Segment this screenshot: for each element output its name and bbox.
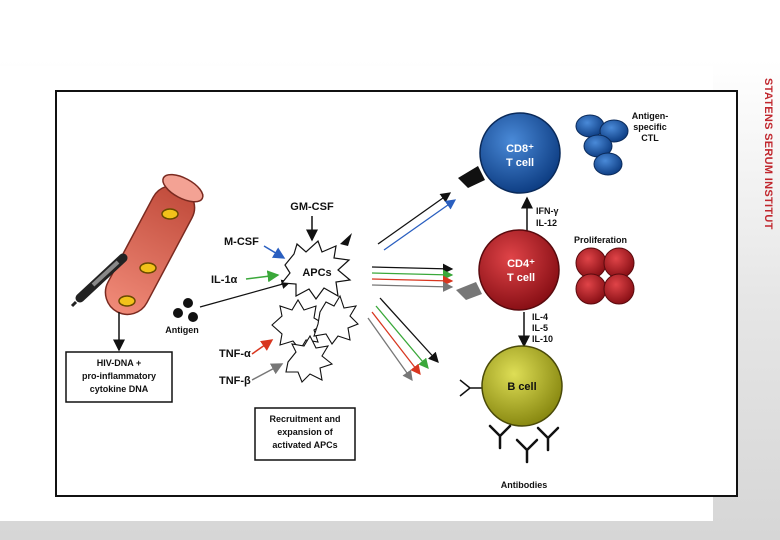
cd8-label-1: CD8⁺ xyxy=(506,143,534,155)
cd4-receptor-icon xyxy=(456,282,482,300)
cd8-label-2: T cell xyxy=(506,157,534,169)
ctl-label-2: specific xyxy=(633,122,667,132)
m-csf-label: M-CSF xyxy=(224,236,259,248)
ifn-label: IFN-γ xyxy=(536,206,559,216)
cd4-label-1: CD4⁺ xyxy=(507,258,535,270)
bcell-receptor-icon xyxy=(459,379,484,397)
hiv-box-line-2: pro-inflammatory xyxy=(82,371,156,381)
cd8-t-cell xyxy=(479,112,561,194)
cd8-receptor-icon xyxy=(458,166,485,188)
ctl-cell-cluster xyxy=(575,114,629,176)
cd4-t-cell xyxy=(478,229,560,311)
recruit-line-3: activated APCs xyxy=(272,440,337,450)
antibodies-label: Antibodies xyxy=(501,480,548,490)
il12-label: IL-12 xyxy=(536,218,557,228)
bcell-label: B cell xyxy=(507,381,536,393)
hiv-box-line-3: cytokine DNA xyxy=(90,384,149,394)
apc-tip-icon xyxy=(340,233,352,246)
blood-vessel-icon xyxy=(104,173,204,316)
apcs-label: APCs xyxy=(302,267,331,279)
apc-star-main xyxy=(280,239,352,301)
ctl-label-3: CTL xyxy=(641,133,659,143)
il10-label: IL-10 xyxy=(532,334,553,344)
tnf-b-label: TNF-β xyxy=(219,375,251,387)
il1a-label: IL-1α xyxy=(211,274,238,286)
hiv-dna-box xyxy=(65,351,173,403)
syringe-icon xyxy=(70,253,128,308)
b-cell xyxy=(481,345,563,427)
antigen-particles-icon xyxy=(173,298,198,322)
ctl-label-1: Antigen- xyxy=(632,111,669,121)
tnf-a-label: TNF-α xyxy=(219,348,251,360)
antigen-label: Antigen xyxy=(165,325,199,335)
brand-label: STATENS SERUM INSTITUT xyxy=(762,78,774,230)
recruit-line-1: Recruitment and xyxy=(269,414,340,424)
il4-label: IL-4 xyxy=(532,312,548,322)
apc-star-4 xyxy=(285,334,334,383)
cd4-label-2: T cell xyxy=(507,272,535,284)
il5-label: IL-5 xyxy=(532,323,548,333)
gm-csf-label: GM-CSF xyxy=(290,201,334,213)
antibodies-icon xyxy=(488,424,560,464)
apc-star-3 xyxy=(313,294,359,345)
recruit-line-2: expansion of xyxy=(277,427,334,437)
apc-star-2 xyxy=(271,298,326,351)
hiv-box-line-1: HIV-DNA + xyxy=(97,358,141,368)
proliferation-label: Proliferation xyxy=(574,235,627,245)
recruitment-box xyxy=(254,407,356,461)
proliferation-cell-cluster xyxy=(575,247,635,305)
